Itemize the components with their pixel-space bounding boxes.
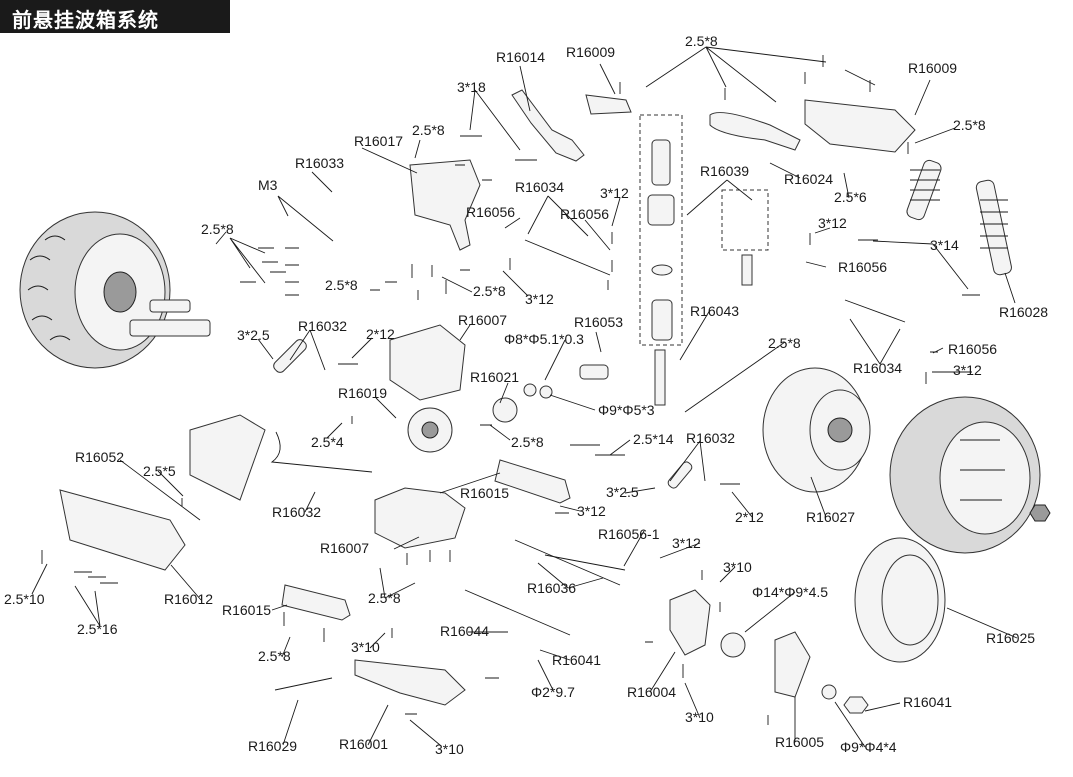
label-r16056-a: R16056 <box>466 204 515 220</box>
label-r16039: R16039 <box>700 163 749 179</box>
shock-absorbers <box>906 159 1012 276</box>
label-screw-2-5x6: 2.5*6 <box>834 189 867 205</box>
label-r16015-b: R16015 <box>222 602 271 618</box>
label-r16005: R16005 <box>775 734 824 750</box>
label-screw-2-5x8-d: 2.5*8 <box>201 221 234 237</box>
page-title: 前悬挂波箱系统 <box>12 8 159 32</box>
label-screw-3x12-c: 3*12 <box>525 291 554 307</box>
label-m3: M3 <box>258 177 278 193</box>
arms-and-links <box>59 239 906 706</box>
label-screw-3x10-c: 3*10 <box>685 709 714 725</box>
label-r16015-a: R16015 <box>460 485 509 501</box>
label-r16032-b: R16032 <box>686 430 735 446</box>
label-pin-2x9-7: Φ2*9.7 <box>531 684 575 700</box>
knuckle-and-hub <box>669 589 869 714</box>
label-screw-2-5x8-i: 2.5*8 <box>368 590 401 606</box>
label-bearing-9x5x3: Φ9*Φ5*3 <box>598 402 655 418</box>
label-screw-3x14: 3*14 <box>930 237 959 253</box>
label-screw-2-5x14: 2.5*14 <box>633 431 674 447</box>
label-screw-3x12-b: 3*12 <box>818 215 847 231</box>
left-wheel-assembly <box>19 211 211 369</box>
label-screw-2-5x8-b: 2.5*8 <box>412 122 445 138</box>
title-bar: 前悬挂波箱系统 <box>0 0 230 33</box>
label-screw-2-5x8-h: 2.5*8 <box>511 434 544 450</box>
label-r16041-a: R16041 <box>552 652 601 668</box>
label-r16001: R16001 <box>339 736 388 752</box>
label-r16052: R16052 <box>75 449 124 465</box>
label-r16043: R16043 <box>690 303 739 319</box>
label-r16041-b: R16041 <box>903 694 952 710</box>
label-r16036: R16036 <box>527 580 576 596</box>
label-screw-3x2-5-b: 3*2.5 <box>606 484 639 500</box>
label-r16032-a: R16032 <box>298 318 347 334</box>
label-screw-2-5x10: 2.5*10 <box>4 591 45 607</box>
label-r16053: R16053 <box>574 314 623 330</box>
label-screw-2x12-a: 2*12 <box>366 326 395 342</box>
label-r16044: R16044 <box>440 623 489 639</box>
label-screw-3x10-a: 3*10 <box>723 559 752 575</box>
leader-lines <box>31 46 1018 748</box>
label-r16009-a: R16009 <box>566 44 615 60</box>
spring-parts-box <box>639 114 769 406</box>
label-screw-2-5x8-e: 2.5*8 <box>325 277 358 293</box>
label-r16032-c: R16032 <box>272 504 321 520</box>
label-screw-2-5x8-top: 2.5*8 <box>685 33 718 49</box>
top-tower-parts <box>409 89 916 251</box>
label-r16009-b: R16009 <box>908 60 957 76</box>
right-wheel-assembly <box>762 367 1051 663</box>
label-screw-2-5x8-g: 2.5*8 <box>768 335 801 351</box>
label-r16012: R16012 <box>164 591 213 607</box>
label-bearing-9x4x4: Φ9*Φ4*4 <box>840 739 897 755</box>
label-r16025: R16025 <box>986 630 1035 646</box>
label-r16056-c: R16056 <box>838 259 887 275</box>
label-screw-2-5x16: 2.5*16 <box>77 621 118 637</box>
label-r16034-b: R16034 <box>853 360 902 376</box>
label-screw-3x10-b: 3*10 <box>351 639 380 655</box>
label-r16027: R16027 <box>806 509 855 525</box>
label-screw-3x12-e: 3*12 <box>577 503 606 519</box>
label-screw-2-5x4: 2.5*4 <box>311 434 344 450</box>
label-screw-3x12-f: 3*12 <box>672 535 701 551</box>
label-r16007-b: R16007 <box>320 540 369 556</box>
label-screw-3x12-d: 3*12 <box>953 362 982 378</box>
label-r16019: R16019 <box>338 385 387 401</box>
label-screw-2-5x8-c: 2.5*8 <box>953 117 986 133</box>
label-screw-2x12-b: 2*12 <box>735 509 764 525</box>
label-r16029: R16029 <box>248 738 297 754</box>
label-r16021: R16021 <box>470 369 519 385</box>
gearbox-parts <box>374 324 609 549</box>
label-r16024: R16024 <box>784 171 833 187</box>
label-screw-3x18: 3*18 <box>457 79 486 95</box>
label-r16056-b: R16056 <box>560 206 609 222</box>
label-r16014: R16014 <box>496 49 545 65</box>
label-r16004: R16004 <box>627 684 676 700</box>
label-bearing-8x5-1x0-3: Φ8*Φ5.1*0.3 <box>504 331 584 347</box>
label-r16007-a: R16007 <box>458 312 507 328</box>
label-bearing-14x9x4-5: Φ14*Φ9*4.5 <box>752 584 828 600</box>
label-screw-3x10-d: 3*10 <box>435 741 464 757</box>
label-r16034-a: R16034 <box>515 179 564 195</box>
label-screw-2-5x5: 2.5*5 <box>143 463 176 479</box>
callout-labels: R16014 R16009 2.5*8 R16009 3*18 2.5*8 R1… <box>4 33 1048 757</box>
label-screw-2-5x8-j: 2.5*8 <box>258 648 291 664</box>
label-r16033: R16033 <box>295 155 344 171</box>
label-r16028: R16028 <box>999 304 1048 320</box>
label-screw-2-5x8-f: 2.5*8 <box>473 283 506 299</box>
label-screw-3x2-5: 3*2.5 <box>237 327 270 343</box>
label-r16017: R16017 <box>354 133 403 149</box>
label-r16056-d: R16056 <box>948 341 997 357</box>
label-screw-3x12-a: 3*12 <box>600 185 629 201</box>
label-r16056-1: R16056-1 <box>598 526 660 542</box>
